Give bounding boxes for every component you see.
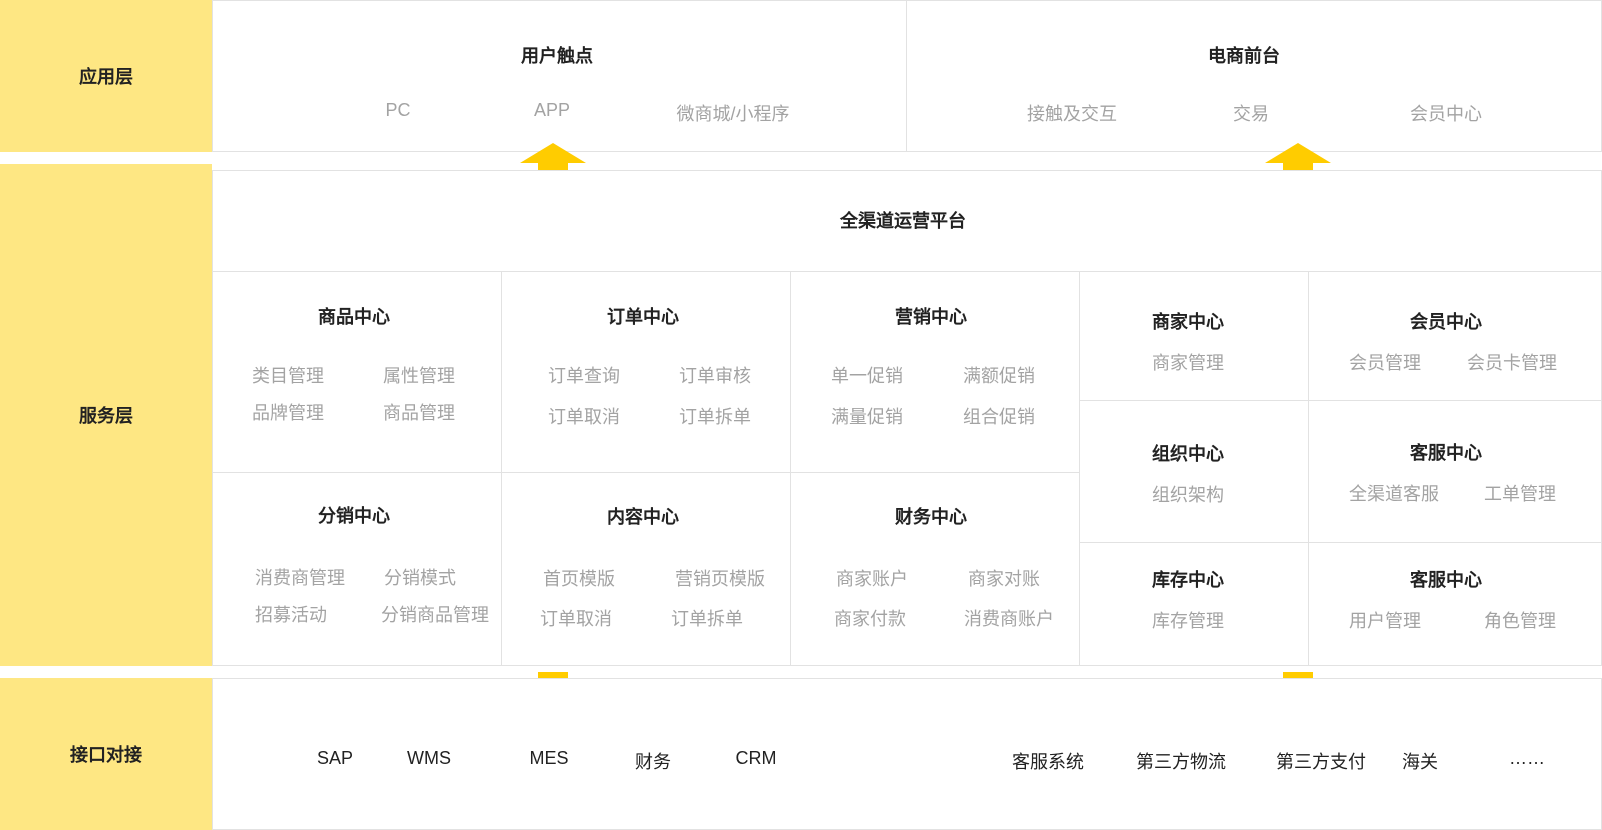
touchpoint-item: PC — [385, 100, 411, 120]
touchpoint-item: APP — [533, 100, 571, 120]
inventory-center-item: 库存管理 — [1152, 611, 1224, 631]
service-center-2-title: 客服中心 — [1410, 570, 1482, 590]
finance-center-item: 商家付款 — [834, 609, 906, 629]
content-center-item: 订单拆单 — [671, 609, 743, 629]
grid-line — [790, 271, 791, 666]
frontend-item: 会员中心 — [1410, 104, 1482, 124]
order-center-item: 订单查询 — [548, 366, 620, 386]
member-center-item: 会员卡管理 — [1467, 353, 1557, 373]
interface-item: 海关 — [1402, 752, 1438, 772]
interface-item: 第三方物流 — [1136, 752, 1226, 772]
content-center-item: 订单取消 — [540, 609, 612, 629]
marketing-center-item: 单一促销 — [831, 366, 903, 386]
service-center-title: 客服中心 — [1410, 443, 1482, 463]
product-center-item: 商品管理 — [383, 403, 455, 423]
grid-line — [1079, 542, 1602, 543]
layer-label-app: 应用层 — [0, 0, 212, 152]
member-center-item: 会员管理 — [1349, 353, 1421, 373]
order-center-item: 订单审核 — [679, 366, 751, 386]
interface-item: CRM — [735, 748, 777, 768]
platform-title: 全渠道运营平台 — [840, 211, 966, 231]
interface-item: 财务 — [635, 752, 671, 772]
grid-line — [1079, 271, 1080, 666]
finance-center-item: 商家账户 — [836, 569, 908, 589]
service-center-item: 工单管理 — [1484, 484, 1556, 504]
distribution-center-item: 消费商管理 — [255, 568, 345, 588]
organization-center-item: 组织架构 — [1152, 485, 1224, 505]
service-layer-panel — [212, 170, 1602, 666]
layer-label-interface: 接口对接 — [0, 678, 212, 830]
grid-line — [212, 271, 1602, 272]
service-center-item: 全渠道客服 — [1349, 484, 1439, 504]
arrow-up-icon — [520, 143, 586, 179]
interface-item: MES — [529, 748, 569, 768]
product-center-item: 类目管理 — [252, 366, 324, 386]
app-layer-panel — [212, 0, 1602, 152]
marketing-center-item: 满额促销 — [963, 366, 1035, 386]
touchpoints-title: 用户触点 — [521, 46, 593, 66]
marketing-center-item: 组合促销 — [963, 407, 1035, 427]
touchpoint-item: 微商城/小程序 — [676, 104, 790, 124]
content-center-item: 营销页模版 — [675, 569, 765, 589]
merchant-center-item: 商家管理 — [1152, 353, 1224, 373]
order-center-title: 订单中心 — [607, 307, 679, 327]
grid-line — [212, 472, 1079, 473]
interface-item: SAP — [316, 748, 354, 768]
marketing-center-item: 满量促销 — [831, 407, 903, 427]
distribution-center-item: 分销模式 — [384, 568, 456, 588]
interface-item: WMS — [407, 748, 451, 768]
organization-center-title: 组织中心 — [1152, 444, 1224, 464]
marketing-center-title: 营销中心 — [895, 307, 967, 327]
interface-layer-panel — [212, 678, 1602, 830]
content-center-title: 内容中心 — [607, 507, 679, 527]
frontend-item: 交易 — [1233, 104, 1269, 124]
product-center-item: 品牌管理 — [252, 403, 324, 423]
layer-label-service: 服务层 — [0, 164, 212, 666]
app-layer-divider — [906, 0, 907, 152]
product-center-item: 属性管理 — [383, 366, 455, 386]
merchant-center-title: 商家中心 — [1152, 312, 1224, 332]
interface-item: 客服系统 — [1012, 752, 1084, 772]
arrow-up-icon — [1265, 143, 1331, 179]
finance-center-item: 消费商账户 — [964, 609, 1054, 629]
distribution-center-item: 招募活动 — [255, 605, 327, 625]
interface-item: 第三方支付 — [1276, 752, 1366, 772]
grid-line — [1079, 400, 1602, 401]
content-center-item: 首页模版 — [543, 569, 615, 589]
distribution-center-item: 分销商品管理 — [381, 605, 489, 625]
finance-center-title: 财务中心 — [895, 507, 967, 527]
distribution-center-title: 分销中心 — [318, 506, 390, 526]
grid-line — [1308, 271, 1309, 666]
grid-line — [501, 271, 502, 666]
interface-item: …… — [1509, 748, 1545, 768]
service-center-2-item: 角色管理 — [1484, 611, 1556, 631]
order-center-item: 订单取消 — [548, 407, 620, 427]
frontend-title: 电商前台 — [1208, 46, 1280, 66]
finance-center-item: 商家对账 — [968, 569, 1040, 589]
member-center-title: 会员中心 — [1410, 312, 1482, 332]
product-center-title: 商品中心 — [318, 307, 390, 327]
frontend-item: 接触及交互 — [1027, 104, 1117, 124]
service-center-2-item: 用户管理 — [1349, 611, 1421, 631]
inventory-center-title: 库存中心 — [1152, 570, 1224, 590]
order-center-item: 订单拆单 — [679, 407, 751, 427]
